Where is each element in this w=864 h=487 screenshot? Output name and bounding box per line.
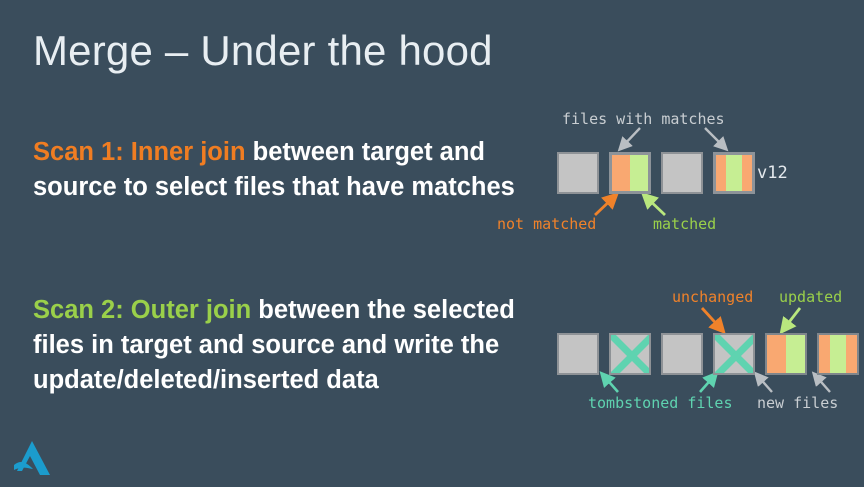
- segment-unchanged-b: [846, 335, 857, 373]
- segment-matched: [630, 155, 648, 191]
- file-box-matched-1[interactable]: [609, 152, 651, 194]
- segment-matched: [726, 155, 742, 191]
- file-box-tombstoned-2[interactable]: [713, 333, 755, 375]
- label-unchanged: unchanged: [672, 288, 754, 306]
- segment-updated: [786, 335, 805, 373]
- file-box-plain-1[interactable]: [557, 333, 599, 375]
- label-not-matched: not matched: [497, 215, 597, 233]
- files-with-matches-caption: files with matches: [562, 110, 725, 128]
- label-tombstoned-files: tombstoned files: [588, 394, 733, 412]
- tombstone-x-icon: [611, 335, 649, 373]
- file-box-plain-2[interactable]: [661, 152, 703, 194]
- file-box-plain-1[interactable]: [557, 152, 599, 194]
- scan1-highlight: Scan 1: Inner join: [33, 138, 246, 166]
- tombstone-x-icon: [715, 335, 753, 373]
- segment-not-matched: [612, 155, 630, 191]
- file-box-plain-2[interactable]: [661, 333, 703, 375]
- diagram-scan1: files with matches: [497, 110, 788, 233]
- label-new-files: new files: [757, 394, 839, 412]
- page-title: Merge – Under the hood: [33, 27, 493, 74]
- file-box-new-1[interactable]: [765, 333, 807, 375]
- file-box-matched-2[interactable]: [713, 152, 755, 194]
- segment-unchanged: [767, 335, 786, 373]
- scan1-paragraph: Scan 1: Inner join between target and so…: [33, 135, 533, 205]
- delta-lake-logo: [14, 441, 50, 475]
- label-updated: updated: [779, 288, 843, 306]
- diagram-top-arrows: [594, 127, 729, 217]
- file-box-tombstoned-1[interactable]: [609, 333, 651, 375]
- segment-unchanged-a: [819, 335, 830, 373]
- segment-updated: [829, 335, 847, 373]
- label-matched: matched: [653, 215, 717, 233]
- scan1-rest: between target and source to select file…: [33, 138, 515, 201]
- version-tag: v12: [757, 163, 788, 183]
- scan2-highlight: Scan 2: Outer join: [33, 296, 252, 324]
- segment-not-matched-b: [741, 155, 752, 191]
- scan2-rest: between the selected files in target and…: [33, 296, 515, 394]
- scan2-paragraph: Scan 2: Outer join between the selected …: [33, 293, 533, 398]
- file-box-new-2[interactable]: [817, 333, 859, 375]
- segment-not-matched-a: [716, 155, 727, 191]
